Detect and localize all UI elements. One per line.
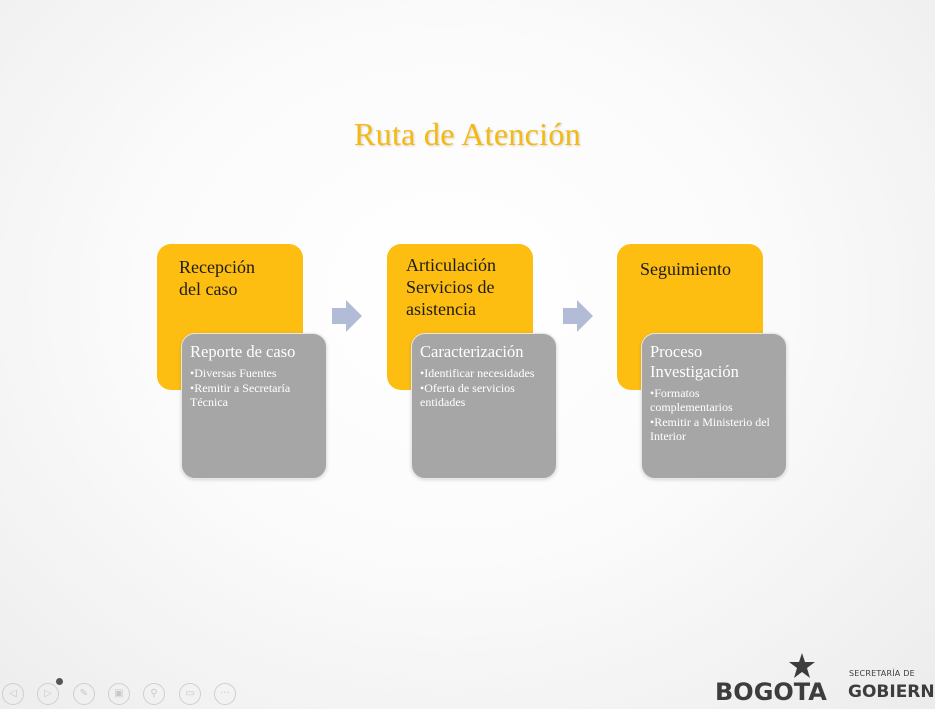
step-detail-card: Proceso Investigación •Formatos compleme… xyxy=(641,333,787,479)
slide-title: Ruta de Atención xyxy=(354,116,581,152)
subtitles-icon[interactable]: ▭ xyxy=(179,683,201,705)
step-detail-item: •Diversas Fuentes xyxy=(190,366,277,380)
step-header-text: Articulación Servicios de asistencia xyxy=(406,255,496,319)
bogota-logo: BOGOTA xyxy=(715,678,827,706)
step-detail-title: Caracterización xyxy=(420,342,524,361)
step-detail-title: Proceso Investigación xyxy=(650,342,739,381)
arrow-right-icon xyxy=(332,300,362,332)
arrow-right-icon xyxy=(563,300,593,332)
star-icon xyxy=(789,653,815,678)
more-icon[interactable]: ··· xyxy=(214,683,236,705)
step-header-text: Recepción del caso xyxy=(179,257,255,299)
step-detail-card: Reporte de caso •Diversas Fuentes •Remit… xyxy=(181,333,327,479)
pen-icon[interactable]: ✎ xyxy=(73,683,95,705)
step-header-text: Seguimiento xyxy=(640,259,731,279)
chevron-left-icon[interactable]: ◁ xyxy=(2,683,24,705)
step-detail-item: •Oferta de servicios entidades xyxy=(420,381,515,409)
laser-pointer-dot xyxy=(56,678,63,685)
step-detail-card: Caracterización •Identificar necesidades… xyxy=(411,333,557,479)
step-detail-title: Reporte de caso xyxy=(190,342,296,361)
step-detail-item: •Remitir a Ministerio del Interior xyxy=(650,415,770,443)
magnifier-icon[interactable]: ⚲ xyxy=(143,683,165,705)
gobierno-logo: GOBIERNO xyxy=(848,682,935,702)
slides-icon[interactable]: ▣ xyxy=(108,683,130,705)
step-detail-item: •Remitir a Secretaría Técnica xyxy=(190,381,291,409)
secretaria-label: SECRETARÍA DE xyxy=(849,669,915,678)
step-detail-item: •Formatos complementarios xyxy=(650,386,733,414)
play-icon[interactable]: ▷ xyxy=(37,683,59,705)
step-detail-item: •Identificar necesidades xyxy=(420,366,535,380)
presentation-toolbar: ◁ ▷ ✎ ▣ ⚲ ▭ ··· xyxy=(0,683,260,709)
